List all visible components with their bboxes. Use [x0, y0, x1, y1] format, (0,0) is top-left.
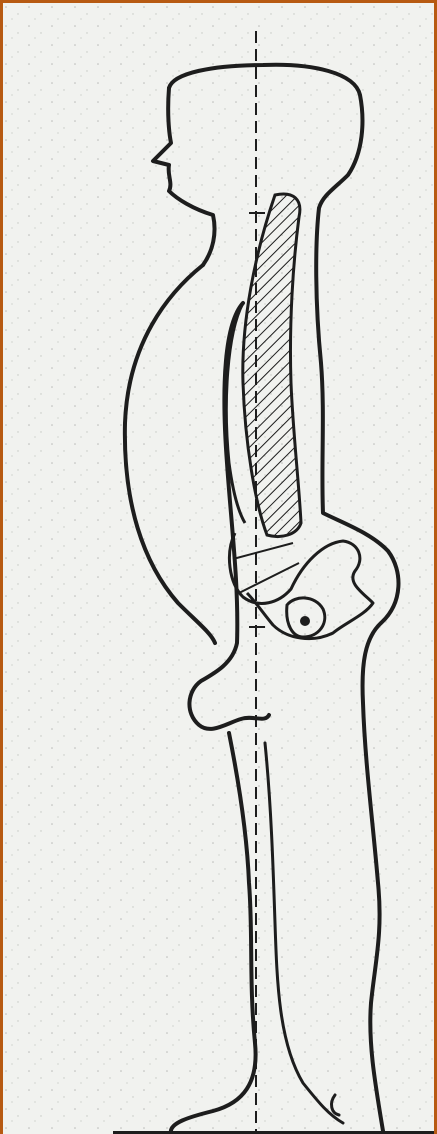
posture-drawing [3, 3, 434, 1134]
hip-joint-center [300, 616, 310, 626]
paper-texture [3, 3, 434, 1134]
posture-illustration [3, 3, 434, 1134]
